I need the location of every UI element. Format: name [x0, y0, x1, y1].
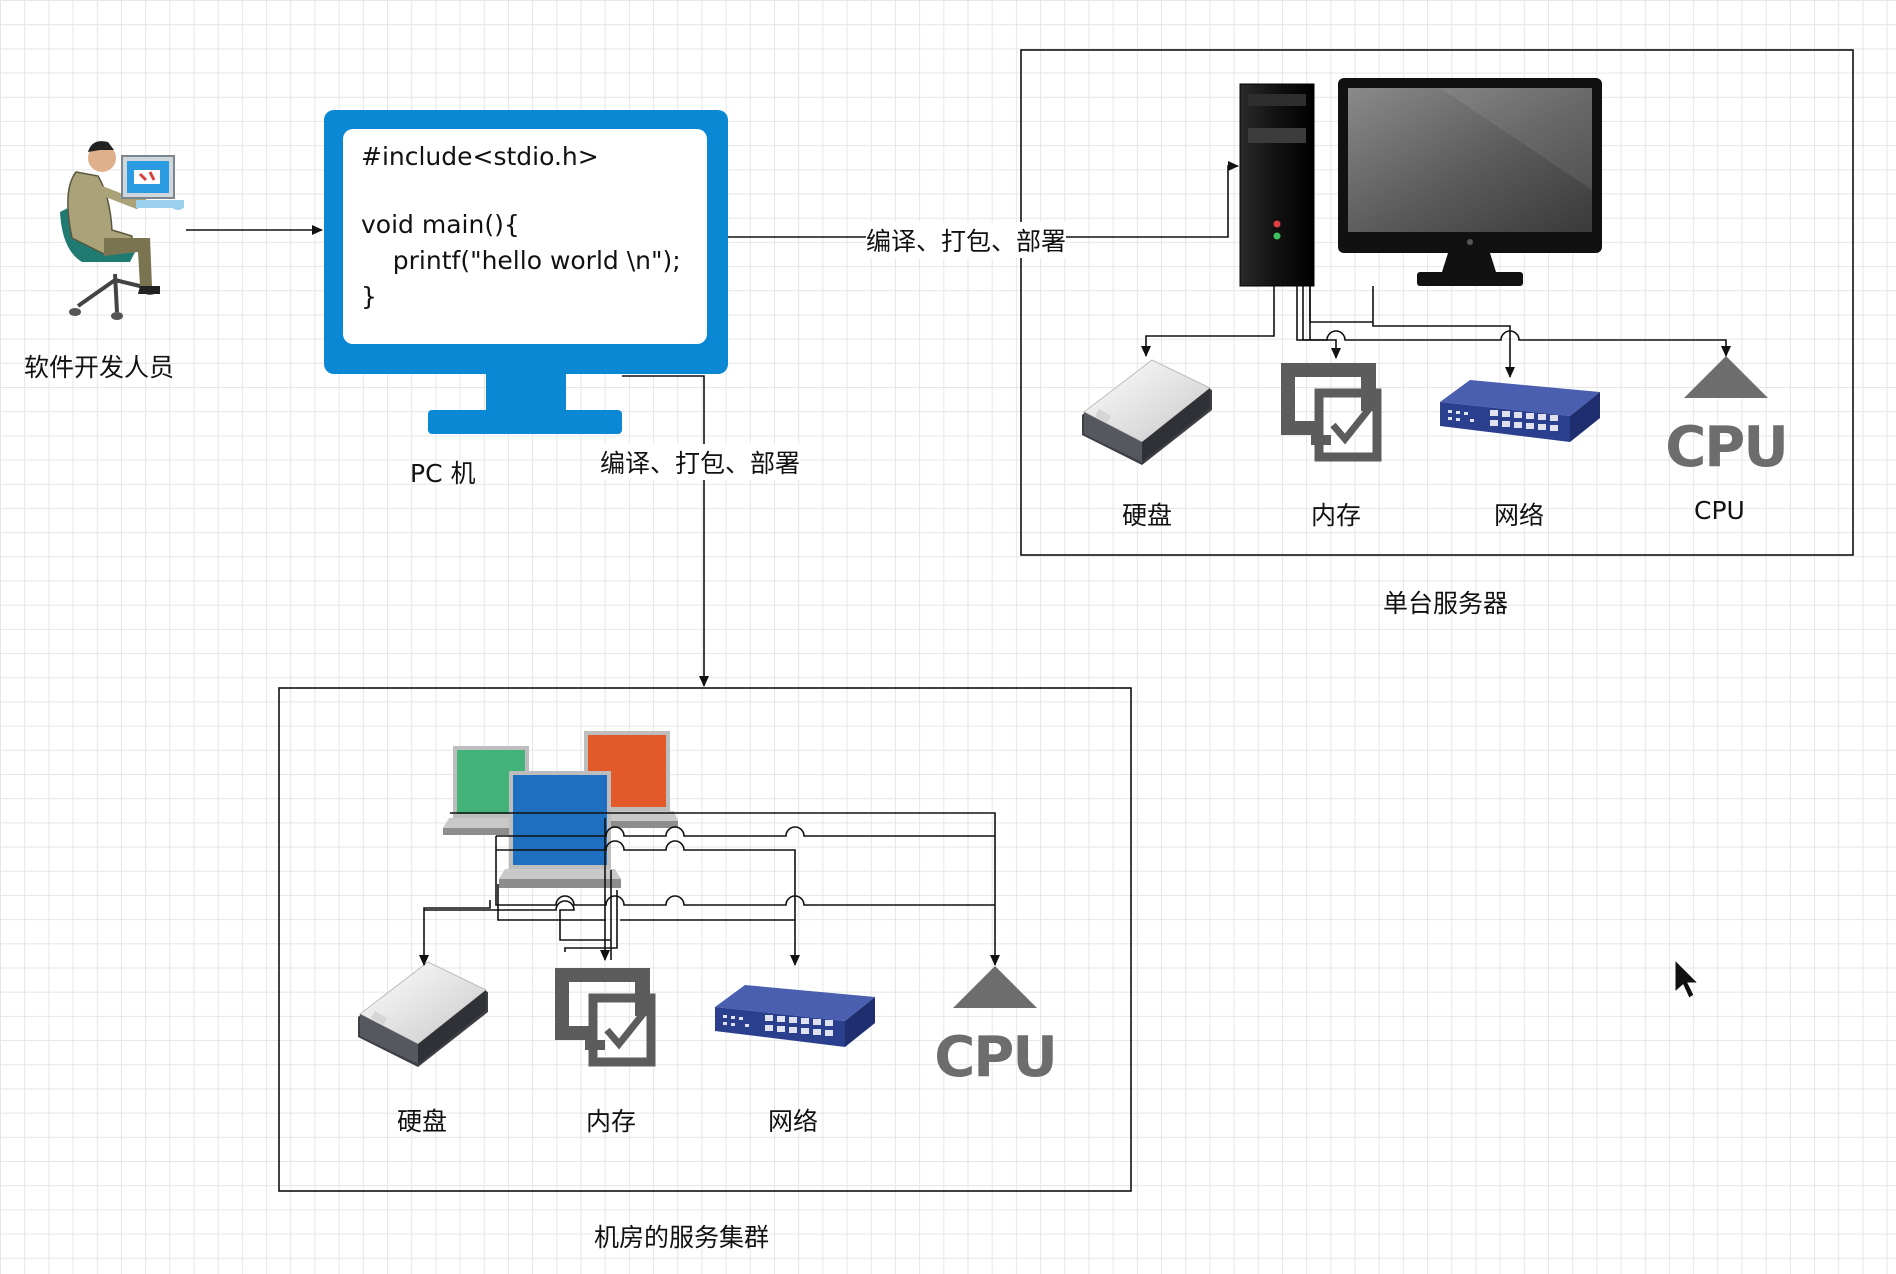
server-tower-icon	[1239, 83, 1315, 287]
single-hard-disk-label: 硬盘	[1122, 501, 1173, 530]
mouse-cursor-icon	[1674, 958, 1700, 999]
desktop-monitor-icon	[1338, 78, 1602, 286]
single-server-caption: 单台服务器	[1383, 589, 1509, 618]
code-line-2: void main(){	[361, 210, 520, 239]
developer-at-computer-icon	[60, 141, 184, 320]
single-server-wiring	[1141, 286, 1731, 378]
single-network-switch-icon	[1440, 380, 1600, 442]
cluster-wiring	[419, 812, 1000, 966]
pc-monitor	[324, 110, 728, 434]
cluster-memory-label: 内存	[586, 1107, 637, 1136]
cluster-server-laptop-blue	[499, 771, 621, 888]
single-memory-icon	[1281, 363, 1377, 457]
code-line-1: #include<stdio.h>	[361, 142, 599, 171]
developer-label: 软件开发人员	[24, 353, 175, 382]
edge-label-to-single: 编译、打包、部署	[866, 222, 1067, 258]
cluster-network-label: 网络	[768, 1107, 819, 1136]
edge-pc-to-cluster	[622, 375, 709, 687]
cluster-frame	[278, 687, 1132, 1192]
cluster-cpu-icon	[934, 966, 1056, 1090]
code-line-4: }	[361, 282, 377, 311]
cluster-network-switch-icon	[715, 985, 875, 1047]
single-server-frame	[1020, 49, 1854, 556]
code-line-3: printf("hello world \n");	[361, 246, 681, 275]
single-hard-disk-icon	[1081, 359, 1213, 466]
single-cpu-icon	[1665, 356, 1787, 480]
single-cpu-label: CPU	[1694, 496, 1745, 525]
edge-label-to-cluster: 编译、打包、部署	[600, 444, 801, 480]
single-network-label: 网络	[1494, 501, 1545, 530]
cluster-hard-disk-label: 硬盘	[397, 1107, 448, 1136]
cluster-memory-icon	[555, 968, 651, 1062]
cluster-hard-disk-icon	[357, 961, 489, 1068]
single-memory-label: 内存	[1311, 501, 1362, 530]
pc-label: PC 机	[410, 459, 476, 488]
cluster-caption: 机房的服务集群	[594, 1223, 770, 1252]
